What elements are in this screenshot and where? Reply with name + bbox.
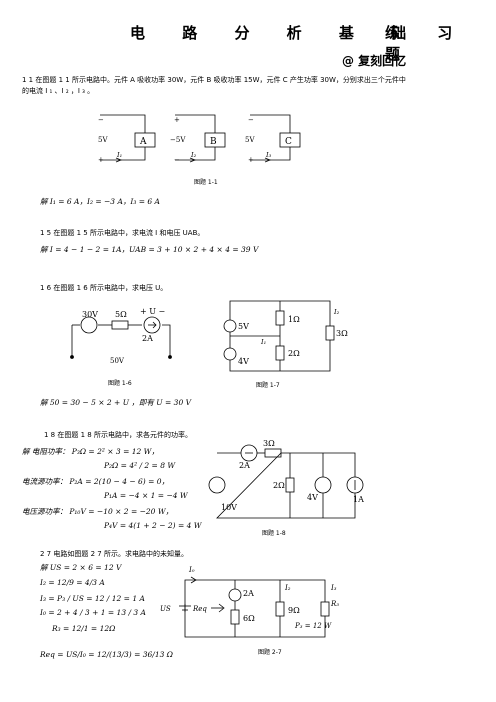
label-p3: P₃ = 12 W (294, 622, 332, 630)
q27-line-3: I₃ = P₃ / US = 12 / 12 = 1 A (40, 594, 145, 603)
q16-text: 1 6 在图题 1 6 所示电路中，求电压 U。 (40, 284, 168, 292)
figure-1-8: 3Ω 2A 10V 2Ω 4V 1A (208, 440, 364, 519)
current-i2: I₂ (190, 151, 197, 159)
label-2ohm: 2Ω (288, 349, 300, 358)
label-3ohm: 3Ω (336, 329, 348, 338)
label-u: + U − (140, 307, 165, 316)
plus-sign: + (98, 156, 104, 164)
figure-1-6: 30V 5Ω + U − 2A 50V (70, 307, 172, 365)
label-4v: 4V (238, 357, 249, 366)
voltage-m5v-b: −5V (170, 136, 186, 144)
label-10v: 10V (221, 503, 237, 512)
label-2a: 2A (142, 334, 153, 343)
minus-sign: − (248, 116, 254, 124)
q27-line-2: I₂ = 12/9 = 4/3 A (40, 578, 105, 587)
label-r3: R₃ (330, 600, 339, 608)
q16-solution: 解 50 = 30 − 5 × 2 + U ，即有 U = 30 V (40, 398, 192, 407)
figure-2-7: I₀ US Req 2A 6Ω 9Ω I₂ I₃ R₃ P₃ = 12 W (160, 566, 339, 638)
q15-solution: 解 I = 4 − 1 − 2 = 1A，UAB = 3 + 10 × 2 + … (40, 245, 259, 254)
page-title-right: 练 习 题 (385, 24, 469, 63)
q27-line-6: Req = US/I₀ = 12/(13/3) = 36/13 Ω (40, 650, 173, 659)
voltage-5v-a: 5V (98, 136, 108, 144)
label-2a: 2A (239, 461, 250, 470)
voltage-5v-c: 5V (245, 136, 255, 144)
label-1ohm: 1Ω (288, 315, 300, 324)
label-6ohm: 6Ω (243, 614, 255, 623)
q18-text: 1 8 在图题 1 8 所示电路中，求各元件的功率。 (44, 431, 192, 439)
plus-sign: + (248, 156, 254, 164)
label-50v: 50V (110, 357, 125, 365)
page-title: 电 路 分 析 基 础 (130, 24, 423, 42)
caption-1-6: 图题 1-6 (108, 380, 132, 387)
label-A: A (139, 137, 147, 147)
q27-line-5: R₃ = 12/1 = 12Ω (52, 624, 116, 633)
q11-text-line1: 1 1 在图题 1 1 所示电路中。元件 A 吸收功率 30W，元件 B 吸收功… (22, 76, 406, 84)
subtitle: @ 复刻回忆 (342, 54, 407, 68)
q18-line-5: 电压源功率： P₁₀V = −10 × 2 = −20 W， (22, 507, 174, 516)
current-i3: I₃ (265, 151, 272, 159)
caption-2-7: 图题 2-7 (258, 649, 282, 656)
label-B: B (210, 137, 217, 147)
label-i3: I₃ (330, 584, 337, 592)
caption-1-1: 图题 1-1 (194, 179, 218, 186)
q18-line-4: P₁A = −4 × 1 = −4 W (104, 491, 188, 500)
label-30v: 30V (82, 310, 98, 319)
minus-sign: − (174, 156, 180, 164)
label-i1: I₁ (260, 338, 266, 346)
figure-1-1: A B C − 5V + + −5V − − 5V + I₁ I₂ I₃ (98, 114, 301, 164)
q11-text-line2: 的电流 I ₁ 、I ₂ ，I ₃ 。 (22, 87, 95, 95)
q27-text: 2 7 电路如图题 2 7 所示。求电路中的未知量。 (40, 550, 188, 558)
figure-1-7: 5V 4V 1Ω 2Ω 3Ω I₁ I₂ (223, 300, 348, 372)
label-1a: 1A (353, 495, 364, 504)
q27-line-4: I₀ = 2 + 4 / 3 + 1 = 13 / 3 A (40, 608, 146, 617)
label-9ohm: 9Ω (288, 606, 300, 615)
q18-line-1: 解 电阻功率： P₃Ω = 2² × 3 = 12 W， (22, 447, 159, 456)
label-4v: 4V (307, 493, 318, 502)
label-i0: I₀ (188, 566, 195, 574)
label-2a: 2A (243, 589, 254, 598)
q11-solution: 解 I₁ = 6 A，I₂ = −3 A，I₃ = 6 A (40, 197, 160, 206)
q15-text: 1 5 在图题 1 5 所示电路中，求电流 I 和电压 UAB。 (40, 229, 205, 237)
label-2ohm: 2Ω (273, 481, 285, 490)
q18-line-3: 电流源功率： P₂A = 2(10 − 4 − 6) = 0， (22, 477, 170, 486)
q18-line-6: P₄V = 4(1 + 2 − 2) = 4 W (104, 521, 202, 530)
q18-line-2: P₂Ω = 4² / 2 = 8 W (104, 461, 176, 470)
label-req: Req (192, 605, 207, 613)
q27-line-1: 解 US = 2 × 6 = 12 V (40, 563, 122, 572)
label-5ohm: 5Ω (115, 310, 127, 319)
plus-sign: + (174, 116, 180, 124)
label-5v: 5V (238, 322, 249, 331)
caption-1-7: 图题 1-7 (256, 382, 280, 389)
label-3ohm: 3Ω (263, 440, 275, 448)
label-us: US (160, 605, 171, 613)
current-i1: I₁ (116, 151, 122, 159)
caption-1-8: 图题 1-8 (262, 530, 286, 537)
label-i2: I₂ (333, 308, 340, 316)
label-i2: I₂ (284, 584, 291, 592)
label-C: C (285, 137, 292, 147)
minus-sign: − (98, 116, 104, 124)
